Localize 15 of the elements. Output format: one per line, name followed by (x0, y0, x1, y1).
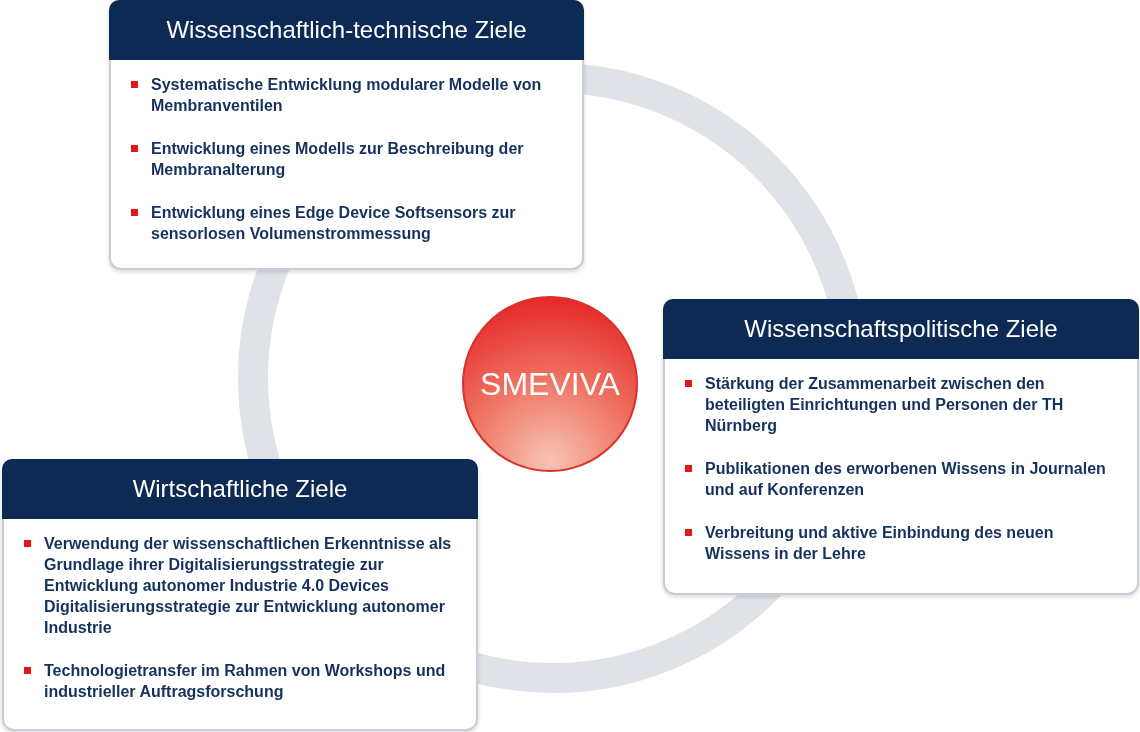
info-card (663, 299, 1139, 595)
bullet-item: Technologietransfer im Rahmen von Workshops und industrieller Auftragsforschung (24, 660, 458, 702)
card-heading: Wissenschaftspolitische Ziele (663, 299, 1139, 359)
bullet-item: Verbreitung und aktive Einbindung des neuen Wissens in der Lehre (685, 522, 1119, 564)
bullet-item: Systematische Entwicklung modularer Modelle von Membranventilen (131, 74, 564, 116)
bullet-item: Entwicklung eines Edge Device Softsensors zur sensorlosen Volumenstrommessung (131, 202, 564, 244)
bullet-item: Entwicklung eines Modells zur Beschreibung der Membranalterung (131, 138, 564, 180)
bullet-item: Stärkung der Zusammenarbeit zwischen den beteiligten Einrichtungen und Personen der TH Nürnberg (685, 373, 1119, 436)
card-heading: Wirtschaftliche Ziele (2, 459, 478, 519)
info-card (109, 0, 584, 270)
info-card (2, 459, 478, 731)
bullet-item: Publikationen des erworbenen Wissens in Journalen und auf Konferenzen (685, 458, 1119, 500)
center-circle: SMEVIVA (462, 296, 638, 472)
bullet-item: Verwendung der wissenschaftlichen Erkenntnisse als Grundlage ihrer Digitalisierungsstrategie zur Entwicklung autonomer Industrie 4.0 Devices Digitalisierungsstrategie zur Entwicklung autonomer Industrie (24, 533, 458, 638)
card-heading: Wissenschaftlich-technische Ziele (109, 0, 584, 60)
